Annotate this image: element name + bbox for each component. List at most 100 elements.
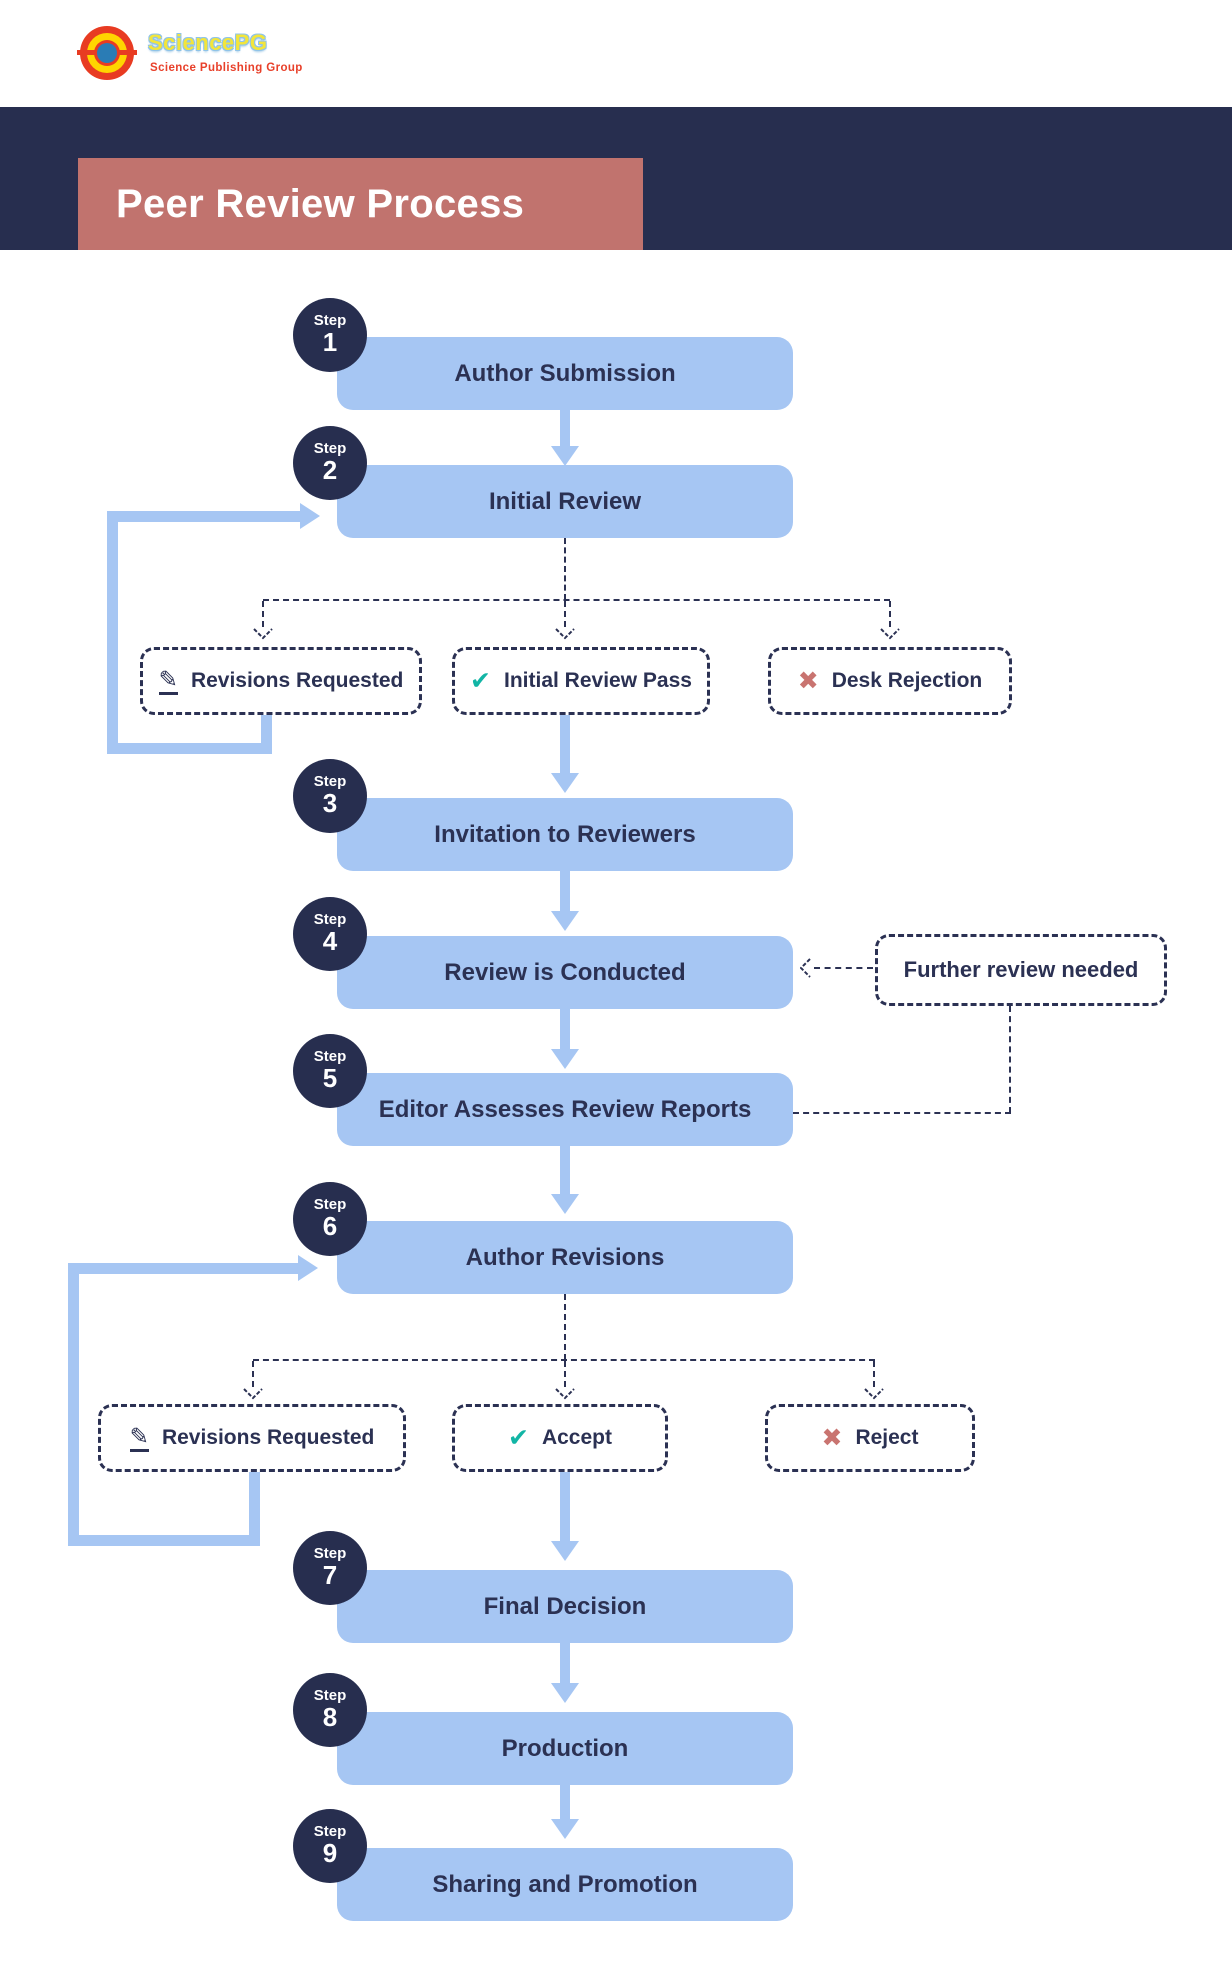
step-badge-number: 5 <box>322 1063 338 1094</box>
step-box-label: Production <box>501 1734 629 1762</box>
step-box-final-decision: Final Decision <box>337 1570 793 1643</box>
outcome-label: Reject <box>855 1426 919 1449</box>
connector-line <box>564 1361 566 1387</box>
outcome-label: Accept <box>541 1426 612 1449</box>
connector-line <box>564 1294 566 1360</box>
connector-line <box>793 1112 1011 1114</box>
step-badge-1: Step 1 <box>293 298 367 372</box>
page-title-box: Peer Review Process <box>78 158 643 250</box>
step-box-label: Review is Conducted <box>444 958 686 986</box>
step-badge-8: Step 8 <box>293 1673 367 1747</box>
connector-line <box>262 601 264 627</box>
step-badge-number: 2 <box>322 455 338 486</box>
cross-icon: ✖ <box>821 1423 843 1452</box>
arrow-down-icon <box>551 446 579 466</box>
arrow-line <box>560 871 570 913</box>
outcome-label: Desk Rejection <box>831 669 983 692</box>
step-box-sharing-and-promotion: Sharing and Promotion <box>337 1848 793 1921</box>
logo-tagline: Science Publishing Group <box>150 62 303 74</box>
arrow-line <box>560 1643 570 1685</box>
connector-line <box>252 1361 254 1387</box>
step-badge-word: Step <box>313 1196 347 1214</box>
step-badge-2: Step 2 <box>293 426 367 500</box>
arrow-down-icon <box>551 1194 579 1214</box>
connector-line <box>564 601 566 627</box>
loop-line <box>68 1263 298 1274</box>
step-box-initial-review: Initial Review <box>337 465 793 538</box>
arrow-line <box>560 1785 570 1821</box>
step-box-author-revisions: Author Revisions <box>337 1221 793 1294</box>
arrow-line <box>560 1009 570 1051</box>
outcome-label: Revisions Requested <box>161 1426 375 1449</box>
step-badge-7: Step 7 <box>293 1531 367 1605</box>
step-box-label: Invitation to Reviewers <box>434 820 696 848</box>
arrow-right-icon <box>300 503 320 529</box>
connector-line <box>253 1359 875 1361</box>
loop-line <box>107 511 118 754</box>
step-box-editor-assesses-review-reports: Editor Assesses Review Reports <box>337 1073 793 1146</box>
connector-line <box>263 599 890 601</box>
check-icon: ✔ <box>508 1423 529 1452</box>
title-band: Peer Review Process <box>0 107 1232 250</box>
connector-line <box>1009 1006 1011 1113</box>
loop-line <box>107 511 300 522</box>
chevron-down-icon <box>253 628 273 640</box>
outcome-box-reject: ✖ Reject <box>765 1404 975 1472</box>
loop-line <box>249 1472 260 1546</box>
loop-line <box>107 743 272 754</box>
step-box-label: Final Decision <box>483 1592 647 1620</box>
step-badge-4: Step 4 <box>293 897 367 971</box>
step-box-label: Editor Assesses Review Reports <box>378 1095 752 1123</box>
arrow-down-icon <box>551 911 579 931</box>
step-box-label: Initial Review <box>488 487 642 515</box>
step-badge-9: Step 9 <box>293 1809 367 1883</box>
step-badge-word: Step <box>313 1687 347 1705</box>
step-badge-word: Step <box>313 911 347 929</box>
step-box-invitation-to-reviewers: Invitation to Reviewers <box>337 798 793 871</box>
connector-line <box>564 538 566 600</box>
outcome-box-revisions-requested-2: ✎ Revisions Requested <box>98 1404 406 1472</box>
note-further-review-needed: Further review needed <box>875 934 1167 1006</box>
step-badge-word: Step <box>313 1048 347 1066</box>
sciencepg-logo-icon <box>77 26 137 80</box>
step-badge-6: Step 6 <box>293 1182 367 1256</box>
chevron-down-icon <box>864 1388 884 1400</box>
step-badge-number: 7 <box>322 1560 338 1591</box>
arrow-line <box>560 410 570 448</box>
outcome-label: Initial Review Pass <box>504 669 692 692</box>
step-badge-word: Step <box>313 312 347 330</box>
step-box-review-is-conducted: Review is Conducted <box>337 936 793 1009</box>
arrow-line <box>560 1146 570 1196</box>
outcome-box-accept: ✔ Accept <box>452 1404 668 1472</box>
arrow-down-icon <box>551 1819 579 1839</box>
step-box-author-submission: Author Submission <box>337 337 793 410</box>
arrow-down-icon <box>551 773 579 793</box>
chevron-down-icon <box>555 1388 575 1400</box>
step-box-label: Sharing and Promotion <box>432 1870 698 1898</box>
step-badge-number: 4 <box>322 926 338 957</box>
step-box-label: Author Submission <box>454 359 676 387</box>
chevron-down-icon <box>555 628 575 640</box>
loop-line <box>68 1535 260 1546</box>
logo-blue-core <box>97 43 117 63</box>
step-badge-word: Step <box>313 1823 347 1841</box>
chevron-down-icon <box>880 628 900 640</box>
outcome-box-desk-rejection: ✖ Desk Rejection <box>768 647 1012 715</box>
connector-line <box>873 1361 875 1387</box>
step-badge-5: Step 5 <box>293 1034 367 1108</box>
chevron-left-icon <box>800 958 811 978</box>
step-box-label: Author Revisions <box>465 1243 665 1271</box>
step-badge-3: Step 3 <box>293 759 367 833</box>
pencil-icon: ✎ <box>158 667 178 695</box>
outcome-label: Revisions Requested <box>190 669 404 692</box>
logo-name: SciencePG <box>148 30 268 55</box>
step-badge-number: 9 <box>322 1838 338 1869</box>
connector-line <box>814 967 873 969</box>
outcome-box-revisions-requested-1: ✎ Revisions Requested <box>140 647 422 715</box>
loop-line <box>68 1263 79 1546</box>
header-bar: SciencePG Science Publishing Group <box>0 0 1232 107</box>
note-label: Further review needed <box>903 957 1139 982</box>
outcome-box-initial-review-pass: ✔ Initial Review Pass <box>452 647 710 715</box>
arrow-line <box>560 1472 570 1543</box>
